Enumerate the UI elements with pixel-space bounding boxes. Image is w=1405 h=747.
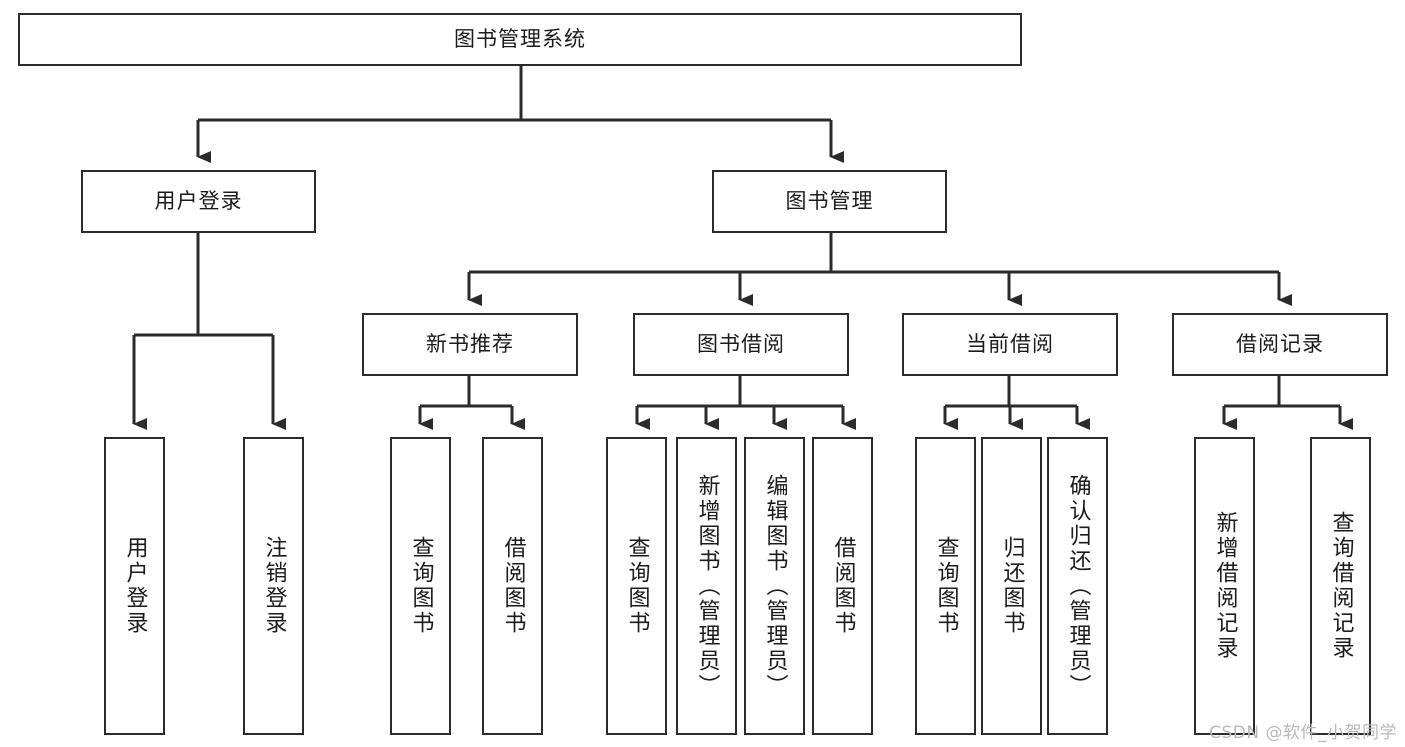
leaf-borrow-add-book-admin[interactable]: 新增图书（管理员）: [676, 437, 737, 735]
node-root-label: 图书管理系统: [454, 26, 586, 51]
leaf-user-login-logout[interactable]: 注销登录: [243, 437, 304, 735]
leaf-new-book-query-book[interactable]: 查询图书: [390, 437, 451, 735]
node-root-book-management-system[interactable]: 图书管理系统: [18, 13, 1022, 66]
node-user-login[interactable]: 用户登录: [81, 170, 316, 233]
node-user-login-label: 用户登录: [154, 188, 243, 213]
node-new-book-recommend[interactable]: 新书推荐: [362, 313, 578, 376]
leaf-current-return-book[interactable]: 归还图书: [981, 437, 1042, 735]
leaf-current-query-book[interactable]: 查询图书: [915, 437, 976, 735]
leaf-borrow-add-book-admin-label: 新增图书（管理员）: [694, 473, 720, 699]
node-book-management[interactable]: 图书管理: [712, 170, 947, 233]
leaf-borrow-edit-book-admin[interactable]: 编辑图书（管理员）: [744, 437, 805, 735]
leaf-current-return-book-label: 归还图书: [999, 536, 1025, 636]
leaf-current-confirm-return-admin-label: 确认归还（管理员）: [1065, 473, 1091, 699]
node-current-borrow-label: 当前借阅: [966, 331, 1054, 356]
leaf-user-login-login[interactable]: 用户登录: [104, 437, 165, 735]
leaf-borrow-borrow-book[interactable]: 借阅图书: [812, 437, 873, 735]
leaf-borrow-query-book[interactable]: 查询图书: [606, 437, 667, 735]
node-book-management-label: 图书管理: [785, 188, 874, 213]
node-borrow-record[interactable]: 借阅记录: [1172, 313, 1388, 376]
node-new-book-recommend-label: 新书推荐: [426, 331, 514, 356]
leaf-record-query-record-label: 查询借阅记录: [1328, 511, 1354, 661]
leaf-record-add-record[interactable]: 新增借阅记录: [1194, 437, 1255, 735]
csdn-watermark: CSDN @软件_小贺同学: [1209, 723, 1397, 743]
leaf-borrow-borrow-book-label: 借阅图书: [830, 536, 856, 636]
leaf-current-query-book-label: 查询图书: [933, 536, 959, 636]
node-book-borrow[interactable]: 图书借阅: [633, 313, 849, 376]
leaf-user-login-logout-label: 注销登录: [261, 536, 287, 636]
leaf-record-add-record-label: 新增借阅记录: [1212, 511, 1238, 661]
leaf-new-book-borrow-book[interactable]: 借阅图书: [482, 437, 543, 735]
leaf-current-confirm-return-admin[interactable]: 确认归还（管理员）: [1047, 437, 1108, 735]
leaf-user-login-login-label: 用户登录: [122, 536, 148, 636]
leaf-new-book-query-book-label: 查询图书: [408, 536, 434, 636]
node-book-borrow-label: 图书借阅: [697, 331, 785, 356]
node-borrow-record-label: 借阅记录: [1236, 331, 1324, 356]
leaf-borrow-edit-book-admin-label: 编辑图书（管理员）: [762, 473, 788, 699]
leaf-record-query-record[interactable]: 查询借阅记录: [1310, 437, 1371, 735]
leaf-borrow-query-book-label: 查询图书: [624, 536, 650, 636]
node-current-borrow[interactable]: 当前借阅: [902, 313, 1118, 376]
leaf-new-book-borrow-book-label: 借阅图书: [500, 536, 526, 636]
